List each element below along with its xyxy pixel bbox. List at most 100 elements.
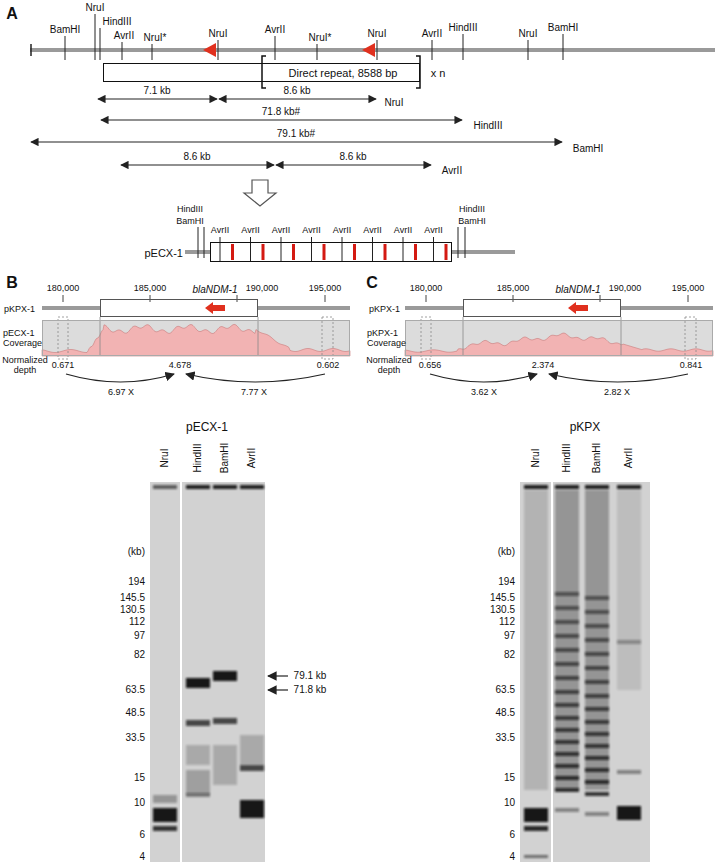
restriction-site-tick	[463, 34, 464, 60]
ladder-label: 4	[509, 851, 515, 863]
lane-label: HindIII	[192, 444, 204, 473]
site-label: NruI*	[144, 32, 167, 44]
restriction-site-tick	[122, 42, 123, 60]
bla-gene-mark	[353, 244, 356, 260]
gel-band	[617, 806, 641, 820]
depth-value: 4.678	[169, 360, 192, 370]
avrii-site-tick	[433, 237, 434, 262]
ladder-label: 194	[498, 576, 515, 588]
coverage-profile	[405, 333, 713, 356]
gel-band	[240, 765, 264, 771]
fold-change-label: 6.97 X	[108, 387, 134, 397]
repeat-bracket	[262, 56, 266, 88]
gel-band	[555, 740, 579, 744]
gel-band	[585, 756, 609, 760]
avrii-site-tick	[281, 237, 282, 262]
gel-band	[617, 490, 641, 690]
gel-band	[555, 808, 579, 812]
gel-band	[186, 678, 210, 688]
gel-band	[555, 752, 579, 756]
site-label: NruI*	[309, 32, 332, 44]
gel-band	[585, 610, 609, 614]
ruler-tick	[325, 295, 326, 302]
restriction-site-tick	[377, 40, 378, 60]
gel-title: pKPX	[570, 421, 601, 435]
band-size-label: 79.1 kb	[294, 670, 327, 682]
ladder-label: 97	[134, 630, 145, 642]
restriction-site-tick	[563, 34, 564, 60]
gel-band	[555, 485, 579, 489]
site-label: AvrII	[442, 165, 462, 177]
size-label: 71.8 kb#	[262, 106, 300, 118]
repeat-edge-line	[621, 317, 622, 356]
size-label: 7.1 kb	[143, 85, 170, 97]
avrii-site-tick	[220, 237, 221, 262]
bla-gene-mark	[292, 244, 295, 260]
hollow-down-arrow	[244, 180, 276, 206]
ladder-label: 194	[128, 576, 145, 588]
gel-band	[240, 735, 264, 765]
fold-change-label: 7.77 X	[241, 387, 267, 397]
bla-gene-mark	[384, 244, 387, 260]
restriction-site-tick	[458, 227, 459, 258]
ladder-label: 63.5	[496, 684, 515, 696]
fragment-size-arrow	[31, 141, 562, 142]
site-label: AvrII	[211, 225, 229, 235]
site-label: AvrII	[333, 225, 351, 235]
site-label: NruI	[519, 28, 538, 40]
site-label: AvrII	[424, 225, 442, 235]
ladder-label: 63.5	[126, 684, 145, 696]
coordinate-label: 195,000	[672, 283, 705, 293]
repeat-array-box: pECX-1	[210, 242, 452, 262]
node-heading: pECX-1	[144, 247, 183, 260]
gel-band	[555, 490, 579, 790]
lane-label: HindIII	[561, 444, 573, 473]
size-label: 8.6 kb	[183, 151, 210, 163]
gel-band	[555, 716, 579, 720]
site-label: AvrII	[241, 225, 259, 235]
gel-band	[585, 720, 609, 724]
coordinate-label: 185,000	[134, 283, 167, 293]
site-label: HindIII	[474, 120, 503, 132]
band-pointer-arrow	[268, 675, 288, 676]
panel-letter: C	[366, 274, 378, 292]
lane-label: AvrII	[623, 448, 635, 468]
bla-gene-mark	[445, 244, 448, 260]
ladder-label: 82	[134, 649, 145, 661]
lane-label: AvrII	[246, 448, 258, 468]
gel-band	[585, 744, 609, 748]
bla-gene-mark	[262, 244, 265, 260]
gel-band	[555, 606, 579, 610]
gel-band	[585, 792, 609, 796]
gel-lane-gap	[551, 482, 553, 862]
gene-label: blaNDM-1	[555, 284, 600, 296]
gel-band	[153, 795, 177, 803]
gel-band	[524, 485, 548, 489]
gel-band	[617, 640, 641, 644]
coverage-profile	[42, 324, 350, 356]
gel-band	[555, 676, 579, 680]
ladder-label: 48.5	[126, 707, 145, 719]
gel-band	[524, 490, 548, 790]
coverage-band: pKPX-1 Coverage	[405, 320, 713, 356]
repeat-region-fill	[463, 299, 621, 317]
band-pointer-arrow	[268, 689, 288, 690]
coordinate-label: 180,000	[47, 283, 80, 293]
site-label: NruI	[86, 2, 105, 14]
ladder-label: 10	[134, 797, 145, 809]
restriction-site-tick	[432, 40, 433, 60]
node-heading: pECX-1 Coverage	[3, 329, 42, 349]
ladder-label: 145.5	[120, 592, 145, 604]
restriction-site-tick	[95, 14, 96, 60]
fragment-size-arrow	[121, 164, 274, 165]
node-text: Direct repeat, 8588 bp	[289, 66, 398, 79]
ladder-label: 82	[504, 649, 515, 661]
bla-gene-arrow	[362, 43, 375, 57]
gel-band	[213, 745, 237, 785]
ladder-label: 33.5	[126, 732, 145, 744]
restriction-site-tick	[275, 36, 276, 60]
site-label: HindIII	[449, 22, 478, 34]
